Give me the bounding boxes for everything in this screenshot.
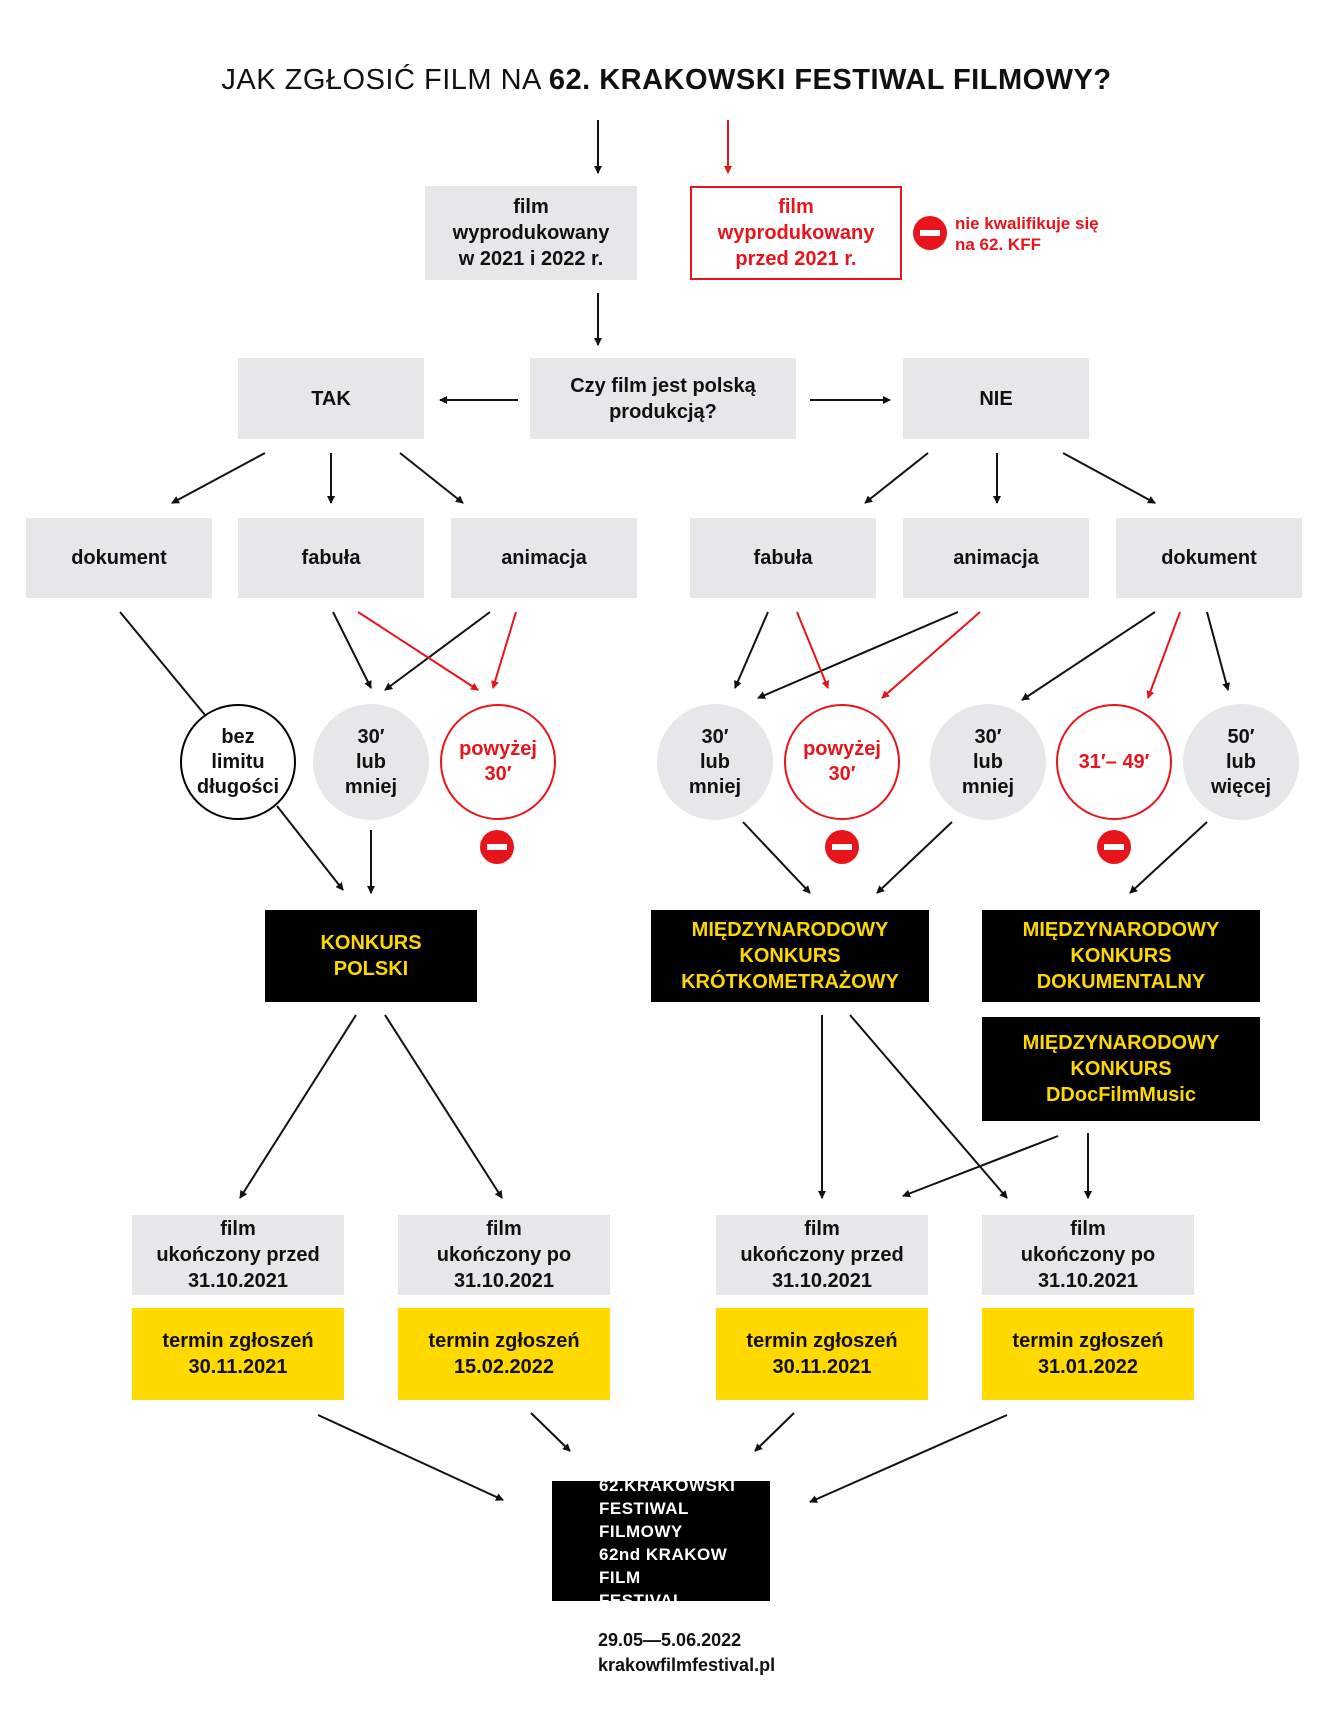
doc-50-or-more-circle: 50′ lub więcej — [1183, 704, 1299, 820]
int-over-30-circle: powyżej 30′ — [784, 704, 900, 820]
festival-dates: 29.05—5.06.2022 — [598, 1630, 742, 1650]
finished-after-box-1: film ukończony po 31.10.2021 — [398, 1215, 610, 1295]
doc-31-49-circle: 31′– 49′ — [1056, 704, 1172, 820]
short-competition-box: MIĘDZYNARODOWY KONKURS KRÓTKOMETRAŻOWY — [651, 910, 929, 1002]
yes-box: TAK — [238, 358, 424, 439]
docfilmmusic-competition-box: MIĘDZYNARODOWY KONKURS DDocFilmMusic — [982, 1017, 1260, 1121]
title-bold: 62. KRAKOWSKI FESTIWAL FILMOWY? — [548, 64, 1112, 96]
film-before-2021-box: film wyprodukowany przed 2021 r. — [690, 186, 902, 280]
no-entry-icon — [480, 830, 514, 864]
deadline-box-3: termin zgłoszeń 30.11.2021 — [716, 1308, 928, 1400]
no-box: NIE — [903, 358, 1089, 439]
pl-fabula-box: fabuła — [238, 518, 424, 598]
finished-before-box-1: film ukończony przed 31.10.2021 — [132, 1215, 344, 1295]
no-limit-circle: bez limitu długości — [180, 704, 296, 820]
int-fabula-box: fabuła — [690, 518, 876, 598]
page-title: JAK ZGŁOSIĆ FILM NA 62. KRAKOWSKI FESTIW… — [0, 64, 1333, 97]
polish-competition-box: KONKURS POLSKI — [265, 910, 477, 1002]
festival-logo-text: 62.KRAKOWSKI FESTIWAL FILMOWY 62nd KRAKO… — [599, 1481, 736, 1601]
no-entry-icon — [913, 216, 947, 250]
no-entry-icon — [1097, 830, 1131, 864]
pl-30-or-less-circle: 30′ lub mniej — [313, 704, 429, 820]
deadline-box-2: termin zgłoszeń 15.02.2022 — [398, 1308, 610, 1400]
footer: 29.05—5.06.2022 krakowfilmfestival.pl — [598, 1628, 775, 1678]
question-box: Czy film jest polską produkcją? — [530, 358, 796, 439]
film-2021-2022-box: film wyprodukowany w 2021 i 2022 r. — [425, 186, 637, 280]
no-entry-icon — [825, 830, 859, 864]
documentary-competition-box: MIĘDZYNARODOWY KONKURS DOKUMENTALNY — [982, 910, 1260, 1002]
deadline-box-1: termin zgłoszeń 30.11.2021 — [132, 1308, 344, 1400]
pl-animacja-box: animacja — [451, 518, 637, 598]
int-30-or-less-circle: 30′ lub mniej — [657, 704, 773, 820]
int-animacja-box: animacja — [903, 518, 1089, 598]
finished-before-box-2: film ukończony przed 31.10.2021 — [716, 1215, 928, 1295]
festival-logo: 62.KRAKOWSKI FESTIWAL FILMOWY 62nd KRAKO… — [552, 1481, 770, 1601]
not-qualified-note: nie kwalifikuje się na 62. KFF — [955, 214, 1099, 254]
finished-after-box-2: film ukończony po 31.10.2021 — [982, 1215, 1194, 1295]
doc-30-or-less-circle: 30′ lub mniej — [930, 704, 1046, 820]
festival-url: krakowfilmfestival.pl — [598, 1655, 776, 1675]
int-dokument-box: dokument — [1116, 518, 1302, 598]
pl-over-30-circle: powyżej 30′ — [440, 704, 556, 820]
title-prefix: JAK ZGŁOSIĆ FILM NA — [221, 64, 549, 96]
deadline-box-4: termin zgłoszeń 31.01.2022 — [982, 1308, 1194, 1400]
pl-dokument-box: dokument — [26, 518, 212, 598]
